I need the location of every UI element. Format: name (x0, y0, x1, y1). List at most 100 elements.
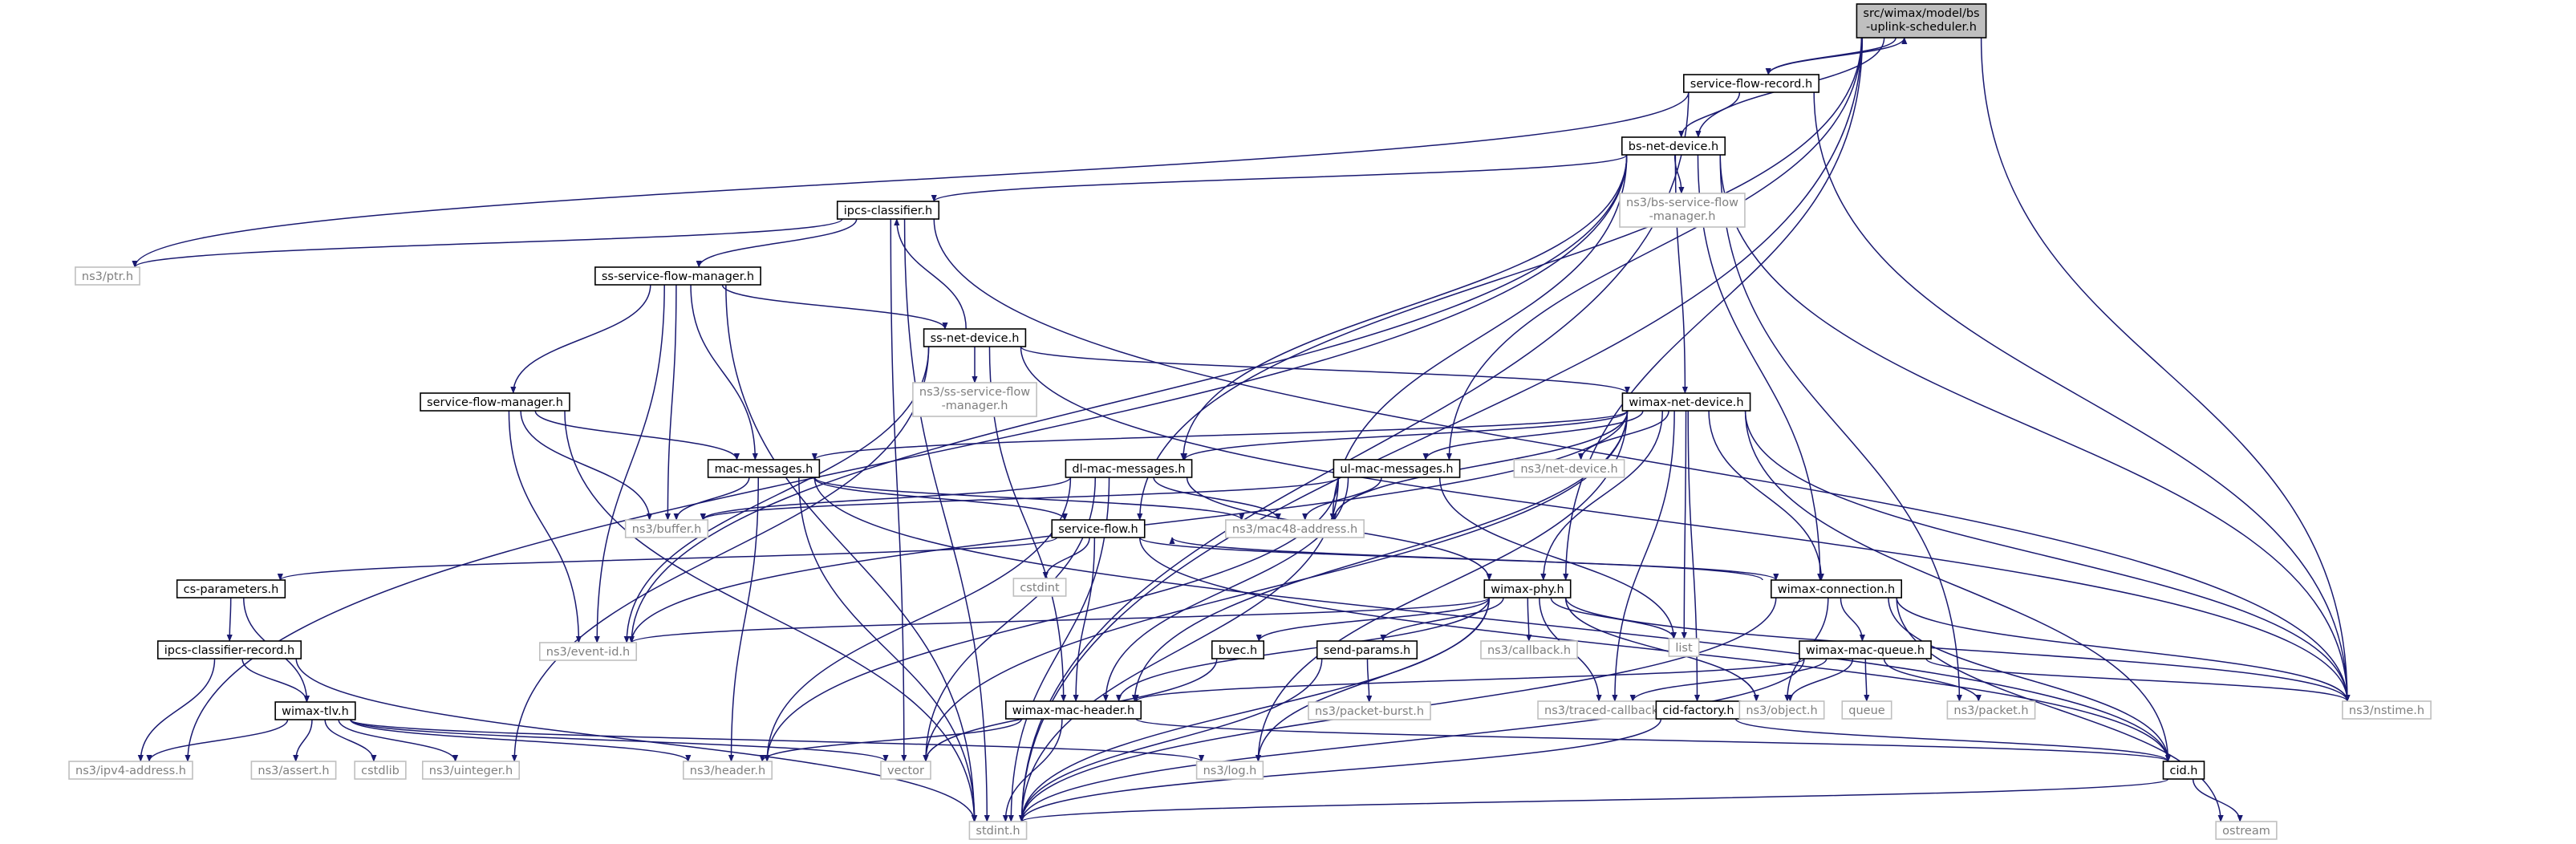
edge-line (1329, 154, 1628, 521)
node-box (68, 761, 193, 780)
node-send-params[interactable]: send-params.h (1316, 640, 1418, 659)
edge-service-flow-to-cs-parameters (278, 537, 1057, 581)
edge-line (1840, 597, 1865, 642)
edge-sfm-to-buffer (520, 410, 653, 521)
node-box (1738, 700, 1825, 720)
edge-ss-net-device-to-uinteger (511, 346, 930, 762)
node-wimax-mac-header[interactable]: wimax-mac-header.h (1004, 700, 1142, 720)
edge-service-flow-record-to-nstime (1813, 91, 2351, 702)
node-service-flow[interactable]: service-flow.h (1051, 519, 1146, 538)
node-cid[interactable]: cid.h (2162, 761, 2205, 780)
edge-line (534, 410, 740, 461)
edge-line (1002, 718, 1063, 822)
edge-line (894, 218, 967, 330)
node-box (1619, 193, 1746, 228)
node-box (538, 642, 638, 661)
edge-wimax-phy-to-nstime (1564, 597, 2351, 702)
edge-ipcs-classifier-to-ptr (132, 218, 843, 268)
node-box (274, 701, 356, 720)
node-bvec[interactable]: bvec.h (1211, 640, 1265, 659)
node-root[interactable]: src/wimax/model/bs-uplink-scheduler.h (1856, 3, 1987, 39)
edge-wimax-tlv-to-log (350, 719, 1204, 762)
node-ul-mac-messages[interactable]: ul-mac-messages.h (1333, 459, 1461, 478)
edge-line (1180, 154, 1628, 461)
edge-line (1133, 658, 1805, 702)
node-wimax-net-device[interactable]: wimax-net-device.h (1621, 392, 1751, 412)
node-mac48: ns3/mac48-address.h (1225, 519, 1365, 538)
edge-line (1018, 37, 1863, 822)
node-label: service-flow-record.h (1690, 78, 1812, 91)
node-wimax-connection[interactable]: wimax-connection.h (1770, 579, 1903, 599)
node-packet: ns3/packet.h (1946, 700, 2036, 720)
edge-line (903, 218, 990, 822)
edge-line (1813, 91, 2351, 702)
node-bs-sfm: ns3/bs-service-flow-manager.h (1619, 193, 1746, 228)
edge-line (813, 477, 2172, 762)
node-label: ipcs-classifier-record.h (164, 644, 294, 657)
node-cs-parameters[interactable]: cs-parameters.h (176, 579, 286, 599)
edge-line (1883, 658, 1982, 702)
edge-wimax-tlv-to-assert (293, 719, 313, 762)
node-mac-messages[interactable]: mac-messages.h (707, 459, 821, 478)
edge-line (1612, 410, 1675, 702)
node-box (1333, 459, 1461, 478)
edge-line (1019, 658, 1805, 822)
node-ss-sfm-ext: ns3/ss-service-flow-manager.h (912, 382, 1037, 417)
edge-line (700, 477, 1340, 521)
edge-line (1135, 718, 2171, 762)
edge-wimax-phy-to-send-params (1380, 597, 1504, 642)
node-wimax-phy[interactable]: wimax-phy.h (1483, 579, 1572, 599)
node-label: wimax-mac-header.h (1012, 704, 1134, 717)
edge-line (293, 719, 313, 762)
edge-line (1042, 537, 1090, 579)
edge-ss-sfm-to-sfm (510, 284, 651, 394)
node-sfm[interactable]: service-flow-manager.h (420, 392, 570, 412)
edge-bs-net-device-to-packet (1719, 154, 1962, 702)
node-dl-mac-messages[interactable]: dl-mac-messages.h (1065, 459, 1193, 478)
edge-line (295, 658, 977, 822)
node-cid-factory[interactable]: cid-factory.h (1655, 700, 1742, 720)
edge-line (1019, 658, 1323, 822)
node-wimax-tlv[interactable]: wimax-tlv.h (274, 701, 356, 720)
edge-wimax-phy-to-stdint (1019, 597, 1491, 822)
node-box (421, 761, 521, 780)
edge-line (350, 719, 692, 762)
node-box (1316, 640, 1418, 659)
node-label: wimax-connection.h (1778, 583, 1895, 596)
edge-wimax-mac-queue-to-stdint (1019, 658, 1805, 822)
node-box (1195, 761, 1264, 780)
edge-line (1331, 410, 1629, 521)
edge-dl-mac-messages-to-stdint (1008, 477, 1110, 822)
edge-line (798, 477, 978, 822)
node-label: ns3/callback.h (1487, 644, 1571, 657)
node-object: ns3/object.h (1738, 700, 1825, 720)
node-service-flow-record[interactable]: service-flow-record.h (1683, 74, 1819, 93)
node-stdint: stdint.h (968, 821, 1028, 840)
node-box (1308, 701, 1431, 720)
node-ipcs-classifier[interactable]: ipcs-classifier.h (836, 201, 940, 220)
edge-wimax-tlv-to-ipv4-address (146, 719, 289, 762)
edge-wimax-connection-to-service-flow (1169, 537, 1763, 581)
node-ss-net-device[interactable]: ss-net-device.h (923, 328, 1027, 347)
edge-wimax-net-device-to-vector (923, 410, 1629, 762)
edge-service-flow-record-to-bs-net-device (1678, 91, 1741, 138)
edge-service-flow-record-to-ptr (132, 91, 1690, 268)
node-wimax-mac-queue[interactable]: wimax-mac-queue.h (1799, 640, 1932, 659)
edge-line (690, 284, 758, 461)
node-box (1483, 579, 1572, 599)
node-box (1621, 136, 1726, 156)
edge-line (594, 284, 665, 643)
edge-mac-messages-to-buffer (673, 477, 750, 521)
node-traced-callback: ns3/traced-callback.h (1537, 700, 1677, 720)
edge-ul-mac-messages-to-stdint (1018, 477, 1340, 822)
edge-line (1564, 597, 2351, 702)
node-bs-net-device[interactable]: bs-net-device.h (1621, 136, 1726, 156)
edge-line (137, 658, 216, 762)
node-ss-sfm[interactable]: ss-service-flow-manager.h (594, 266, 761, 286)
edge-line (1629, 658, 1828, 702)
edge-line (933, 218, 2351, 702)
node-ipcs-classifier-record[interactable]: ipcs-classifier-record.h (156, 640, 302, 659)
edge-cid-to-stdint (1019, 778, 2169, 822)
edge-root-to-wimax-phy (1563, 37, 1864, 581)
edge-line (1980, 37, 2351, 702)
